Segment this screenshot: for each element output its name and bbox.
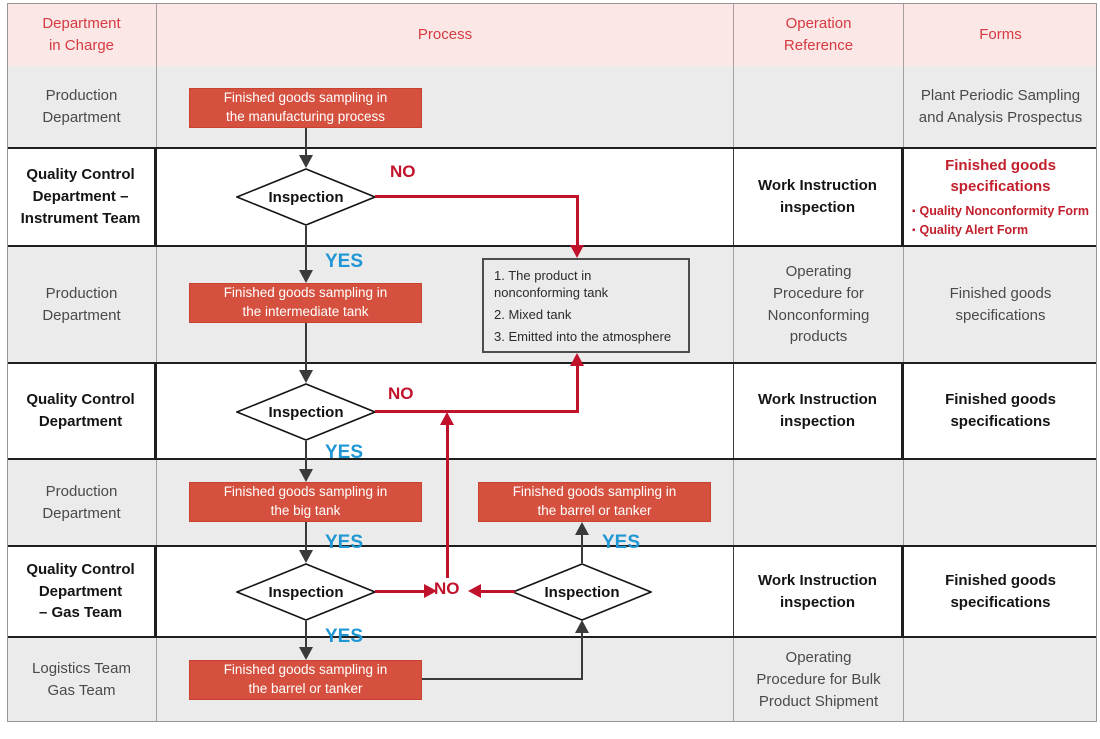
table-header-row: Department in Charge Process Operation R… bbox=[7, 3, 1097, 66]
lane-department: Production Department bbox=[7, 247, 157, 362]
no-connector bbox=[446, 425, 449, 578]
arrowhead-up-red bbox=[570, 353, 584, 366]
flow-connector bbox=[305, 323, 307, 371]
diamond-shape bbox=[236, 563, 376, 621]
lane-op-ref: Operating Procedure for Bulk Product Shi… bbox=[734, 638, 904, 722]
decision-inspection-1: Inspection bbox=[236, 168, 376, 226]
lane-forms bbox=[904, 460, 1097, 545]
arrowhead-down bbox=[299, 469, 313, 482]
flow-connector bbox=[422, 678, 583, 680]
decision-label: Inspection bbox=[544, 583, 620, 601]
note-item: 3. Emitted into the atmosphere bbox=[494, 328, 672, 344]
flow-connector bbox=[305, 128, 307, 156]
forms-title: Finished goods specifications bbox=[945, 156, 1056, 196]
lane-op-ref bbox=[734, 460, 904, 545]
arrowhead-up bbox=[575, 620, 589, 633]
yes-label-2: YES bbox=[325, 442, 364, 463]
process-box-barrel-logistics: Finished goods sampling in the barrel or… bbox=[189, 660, 422, 700]
flow-connector bbox=[305, 441, 307, 470]
lane-forms: Finished goods specifications ▪Quality N… bbox=[904, 149, 1097, 245]
lane-op-ref: Work Instruction inspection bbox=[734, 547, 904, 636]
lane-department: Logistics Team Gas Team bbox=[7, 638, 157, 722]
lane-row-logistics: Logistics Team Gas Team Operating Proced… bbox=[7, 638, 1097, 722]
lane-row-production-1: Production Department Plant Periodic Sam… bbox=[7, 66, 1097, 147]
no-label-1: NO bbox=[390, 162, 416, 181]
arrowhead-left-red bbox=[468, 584, 481, 598]
process-box-manufacturing: Finished goods sampling in the manufactu… bbox=[189, 88, 422, 128]
lane-department: Quality Control Department bbox=[7, 364, 157, 458]
arrowhead-down bbox=[299, 647, 313, 660]
lane-process-area bbox=[157, 547, 734, 636]
process-box-barrel-right: Finished goods sampling in the barrel or… bbox=[478, 482, 711, 522]
arrowhead-right-red bbox=[424, 584, 437, 598]
lane-process-area bbox=[157, 149, 734, 245]
nonconforming-note-box: 1. The product in nonconforming tank 2. … bbox=[482, 258, 690, 353]
forms-bullet-label: Quality Alert Form bbox=[919, 222, 1029, 237]
square-bullet-icon: ▪ bbox=[912, 224, 916, 236]
no-connector bbox=[576, 195, 579, 246]
lane-process-area bbox=[157, 364, 734, 458]
process-box-intermediate-tank: Finished goods sampling in the intermedi… bbox=[189, 283, 422, 323]
no-connector bbox=[481, 590, 515, 593]
lane-process-area bbox=[157, 66, 734, 147]
flow-connector bbox=[305, 522, 307, 551]
diamond-shape bbox=[236, 383, 376, 441]
no-connector bbox=[375, 195, 579, 198]
no-connector bbox=[375, 410, 579, 413]
header-forms: Forms bbox=[979, 25, 1022, 43]
lane-forms: Plant Periodic Sampling and Analysis Pro… bbox=[918, 86, 1083, 126]
note-item: 1. The product in nonconforming tank bbox=[494, 268, 609, 300]
flow-connector bbox=[581, 632, 583, 680]
arrowhead-down bbox=[299, 550, 313, 563]
decision-label: Inspection bbox=[268, 403, 344, 421]
decision-inspection-3: Inspection bbox=[236, 563, 376, 621]
yes-label-5: YES bbox=[602, 532, 641, 553]
decision-inspection-4: Inspection bbox=[512, 563, 652, 621]
decision-inspection-2: Inspection bbox=[236, 383, 376, 441]
lane-department: Production Department bbox=[7, 66, 157, 147]
lane-op-ref: Operating Procedure for Nonconforming pr… bbox=[734, 247, 904, 362]
flow-connector bbox=[581, 534, 583, 563]
decision-label: Inspection bbox=[268, 188, 344, 206]
lane-process-area bbox=[157, 247, 734, 362]
lane-department: Quality Control Department – Instrument … bbox=[7, 149, 157, 245]
no-connector bbox=[576, 365, 579, 411]
arrowhead-down bbox=[299, 370, 313, 383]
decision-label: Inspection bbox=[268, 583, 344, 601]
lane-forms: Finished goods specifications bbox=[949, 284, 1052, 324]
forms-bullet-item: ▪Quality Alert Form bbox=[910, 221, 1091, 240]
lane-forms: Finished goods specifications bbox=[945, 391, 1056, 430]
header-process: Process bbox=[157, 3, 734, 66]
arrowhead-up-red bbox=[440, 412, 454, 425]
lane-op-ref: Work Instruction inspection bbox=[734, 364, 904, 458]
header-department: Department in Charge bbox=[7, 3, 157, 66]
arrowhead-up bbox=[575, 522, 589, 535]
diamond-shape bbox=[236, 168, 376, 226]
forms-bullet-item: ▪Quality Nonconformity Form bbox=[910, 202, 1091, 221]
forms-bullet-label: Quality Nonconformity Form bbox=[919, 204, 1089, 218]
lane-forms bbox=[904, 638, 1097, 722]
arrowhead-down bbox=[299, 155, 313, 168]
process-box-big-tank: Finished goods sampling in the big tank bbox=[189, 482, 422, 522]
no-label-3: NO bbox=[434, 579, 460, 598]
yes-label-4: YES bbox=[325, 626, 364, 647]
header-operation-reference: Operation Reference bbox=[734, 3, 904, 66]
lane-department: Quality Control Department – Gas Team bbox=[7, 547, 157, 636]
lane-process-area bbox=[157, 460, 734, 545]
lane-process-area bbox=[157, 638, 734, 722]
yes-label-1: YES bbox=[325, 251, 364, 272]
note-item: 2. Mixed tank bbox=[494, 306, 572, 322]
lane-department: Production Department bbox=[7, 460, 157, 545]
flow-connector bbox=[305, 621, 307, 648]
flow-connector bbox=[305, 226, 307, 271]
lane-op-ref: Work Instruction inspection bbox=[734, 149, 904, 245]
arrowhead-down bbox=[299, 270, 313, 283]
lane-forms: Finished goods specifications bbox=[945, 571, 1056, 611]
lane-op-ref bbox=[734, 66, 904, 147]
no-label-2: NO bbox=[388, 384, 414, 403]
no-connector bbox=[375, 590, 425, 593]
square-bullet-icon: ▪ bbox=[912, 206, 916, 217]
yes-label-3: YES bbox=[325, 532, 364, 553]
arrowhead-down-red bbox=[570, 245, 584, 258]
